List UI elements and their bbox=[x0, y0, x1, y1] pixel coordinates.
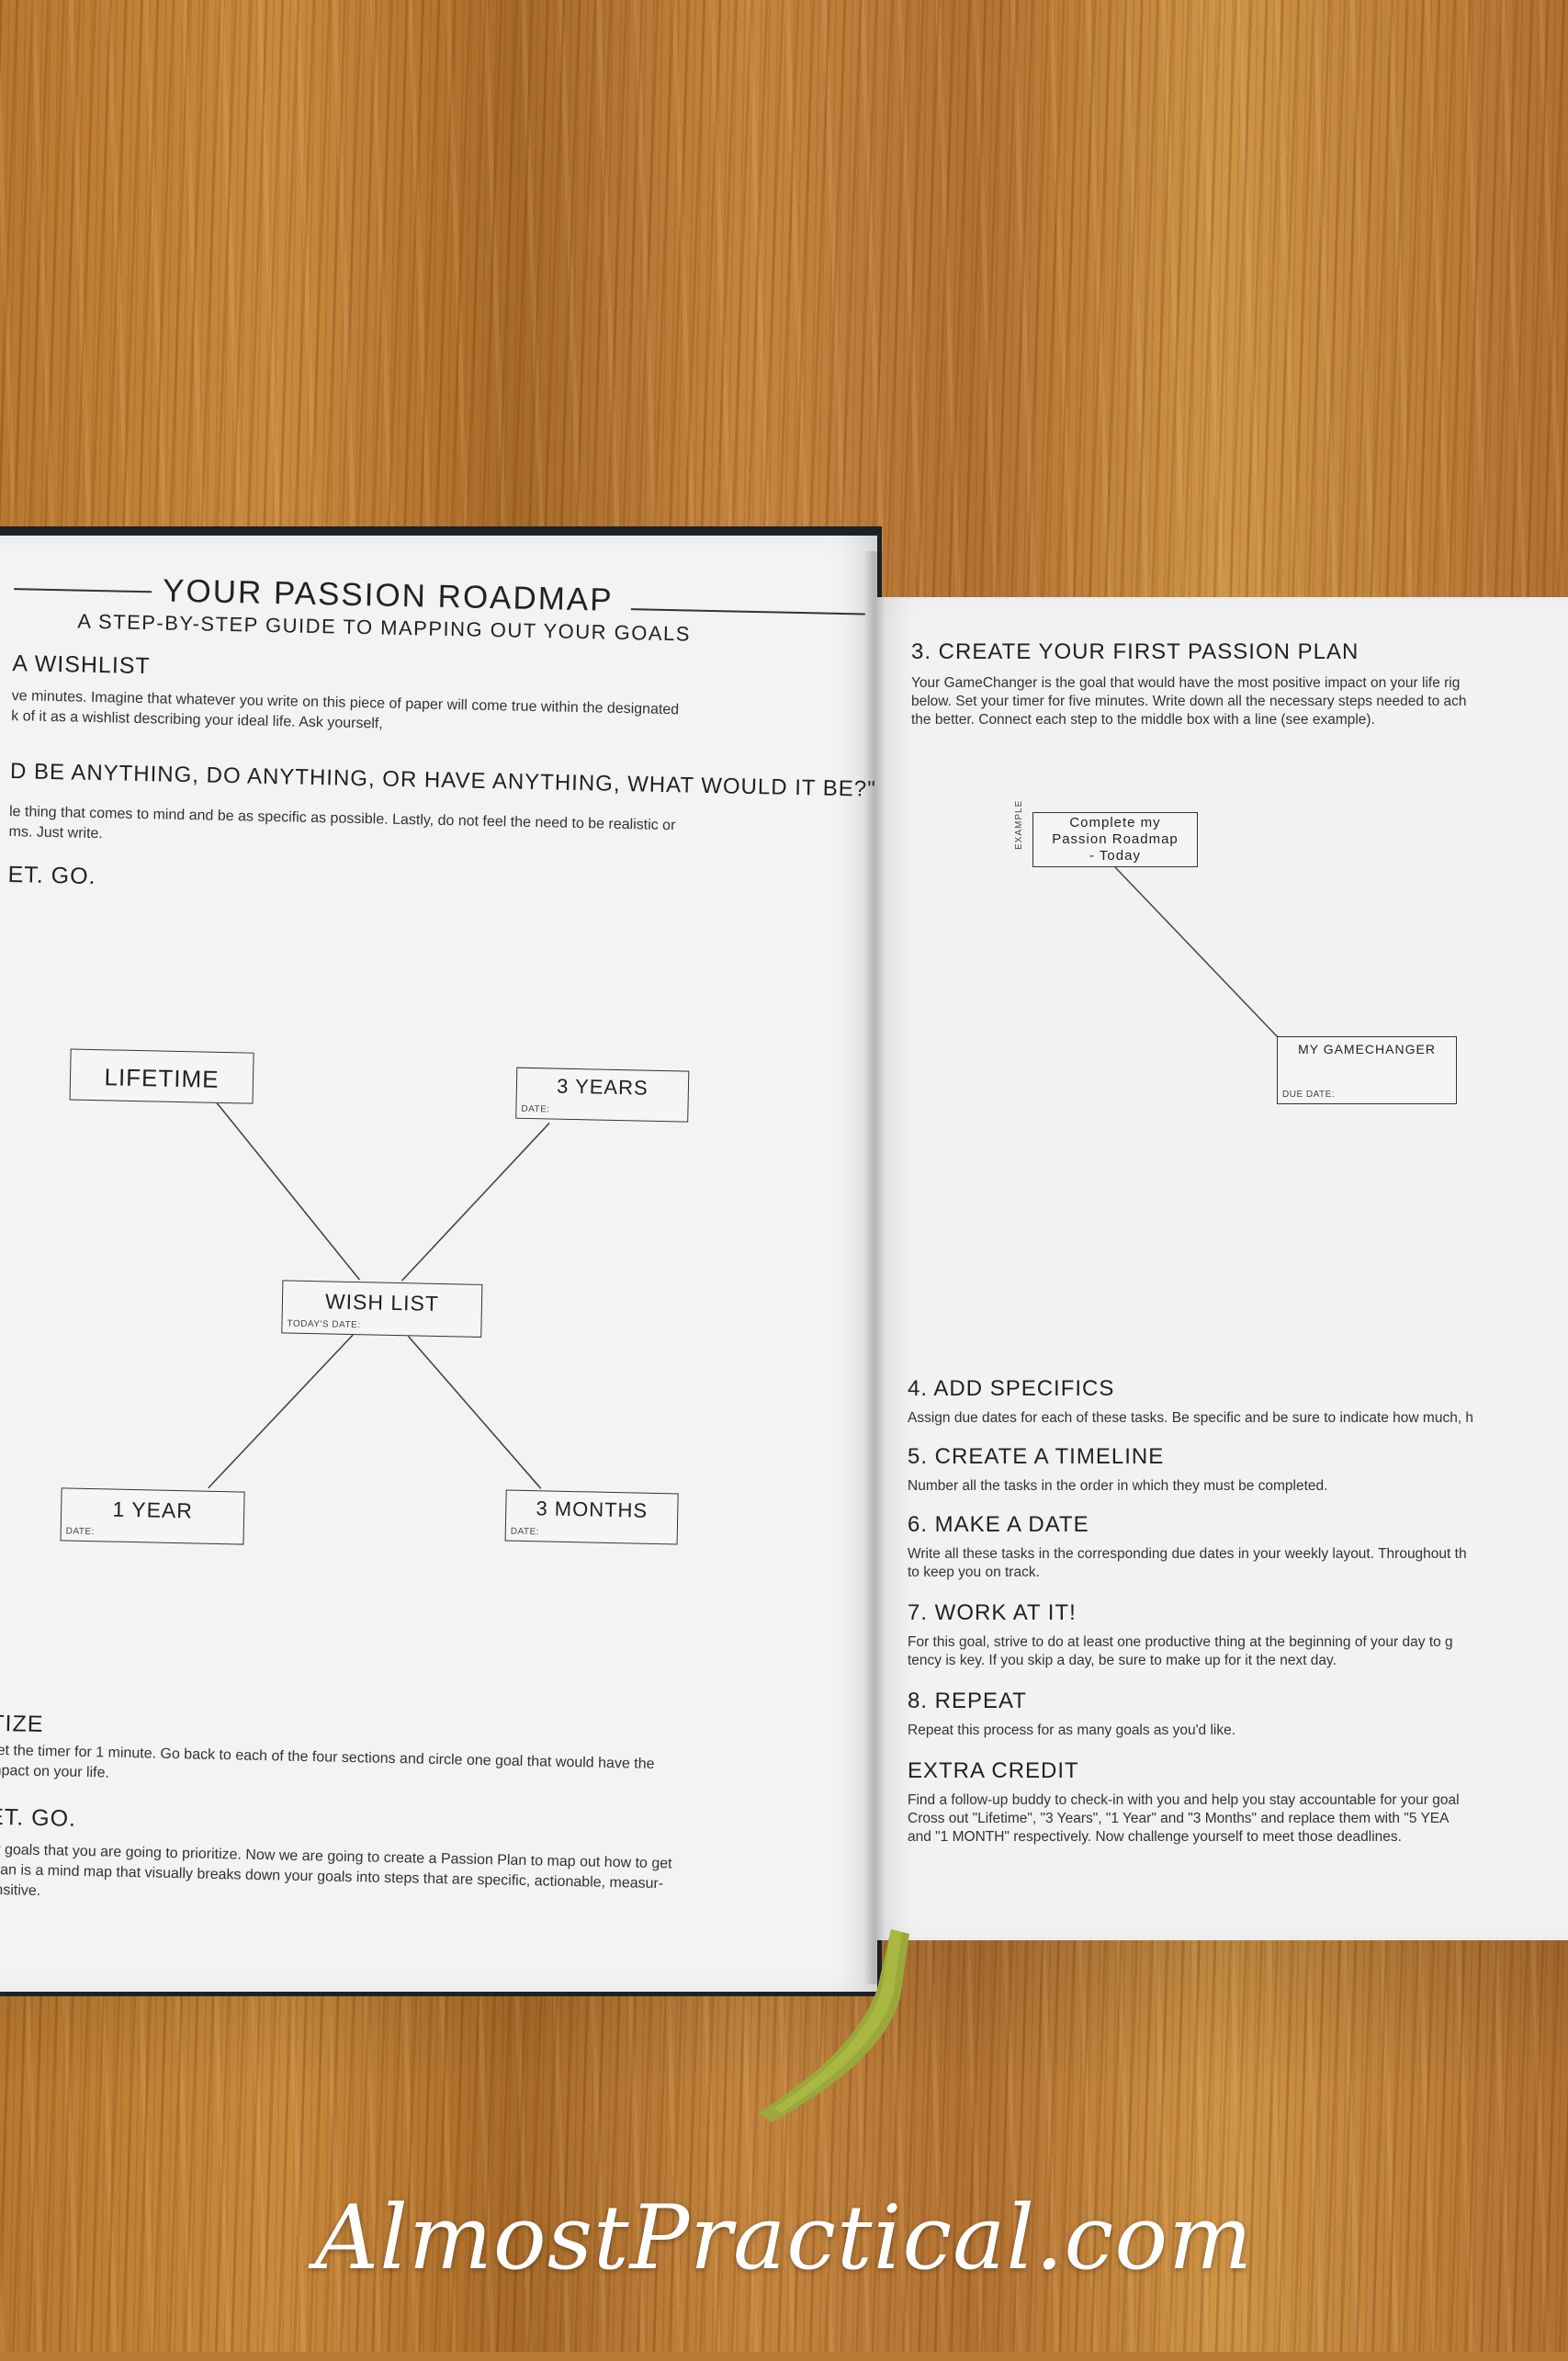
gamechanger-label: MY GAMECHANGER bbox=[1298, 1042, 1436, 1056]
three-months-box: 3 MONTHS DATE: bbox=[504, 1489, 679, 1545]
step3-heading: 3. CREATE YOUR FIRST PASSION PLAN bbox=[911, 639, 1359, 664]
step5-heading: 5. CREATE A TIMELINE bbox=[908, 1444, 1165, 1469]
gamechanger-box: MY GAMECHANGER DUE DATE: bbox=[1277, 1036, 1457, 1104]
body-text: Write all these tasks in the correspondi… bbox=[908, 1546, 1467, 1562]
wish-list-label: WISH LIST bbox=[324, 1289, 440, 1316]
date-label: DATE: bbox=[510, 1526, 540, 1538]
body-text: Number all the tasks in the order in whi… bbox=[908, 1478, 1328, 1494]
body-text: Repeat this process for as many goals as… bbox=[908, 1723, 1236, 1738]
body-text: ensitive. bbox=[0, 1881, 41, 1900]
body-text: Cross out "Lifetime", "3 Years", "1 Year… bbox=[908, 1811, 1450, 1826]
left-page-content: YOUR PASSION ROADMAP A STEP-BY-STEP GUID… bbox=[0, 573, 876, 1900]
step7-heading: 7. WORK AT IT! bbox=[908, 1600, 1077, 1625]
body-text: Assign due dates for each of these tasks… bbox=[908, 1410, 1474, 1426]
wishlist-diagram-lines bbox=[208, 1101, 550, 1489]
extra-credit-heading: EXTRA CREDIT bbox=[908, 1758, 1079, 1783]
lifetime-label: LIFETIME bbox=[104, 1063, 220, 1093]
date-label: DATE: bbox=[521, 1103, 550, 1115]
right-page bbox=[874, 597, 1568, 1940]
body-text: For this goal, strive to do at least one… bbox=[908, 1634, 1453, 1650]
example-line: Passion Roadmap bbox=[1052, 831, 1179, 847]
wish-list-box: WISH LIST TODAY'S DATE: bbox=[281, 1280, 483, 1338]
step6-heading: 6. MAKE A DATE bbox=[908, 1512, 1089, 1537]
one-year-box: 1 YEAR DATE: bbox=[60, 1487, 245, 1545]
todays-date-label: TODAY'S DATE: bbox=[287, 1318, 361, 1331]
book-gutter bbox=[863, 551, 886, 1984]
section-heading-prioritize: TIZE bbox=[0, 1710, 44, 1738]
body-text: Your GameChanger is the goal that would … bbox=[911, 675, 1461, 691]
three-years-box: 3 YEARS DATE: bbox=[515, 1067, 690, 1123]
left-page bbox=[0, 536, 877, 1992]
one-year-label: 1 YEAR bbox=[112, 1497, 194, 1523]
step4-heading: 4. ADD SPECIFICS bbox=[908, 1376, 1115, 1401]
body-text: Find a follow-up buddy to check-in with … bbox=[908, 1792, 1460, 1808]
three-months-label: 3 MONTHS bbox=[536, 1497, 649, 1522]
date-label: DATE: bbox=[65, 1526, 96, 1538]
site-watermark: AlmostPractical.com bbox=[314, 2186, 1254, 2289]
step8-heading: 8. REPEAT bbox=[908, 1689, 1027, 1713]
body-text: to keep you on track. bbox=[908, 1565, 1040, 1580]
body-text: tency is key. If you skip a day, be sure… bbox=[908, 1653, 1337, 1668]
example-line: - Today bbox=[1089, 848, 1141, 864]
lifetime-box: LIFETIME bbox=[69, 1048, 254, 1104]
body-text: below. Set your timer for five minutes. … bbox=[911, 694, 1467, 709]
example-diagram-line bbox=[1114, 866, 1280, 1039]
example-box: Complete my Passion Roadmap - Today bbox=[1032, 812, 1198, 867]
body-text: mpact on your life. bbox=[0, 1762, 110, 1781]
three-years-label: 3 YEARS bbox=[556, 1074, 649, 1100]
body-text: the better. Connect each step to the mid… bbox=[911, 712, 1375, 728]
body-text: and "1 MONTH" respectively. Now challeng… bbox=[908, 1829, 1402, 1845]
right-page-content: 3. CREATE YOUR FIRST PASSION PLAN Your G… bbox=[874, 597, 1568, 1940]
example-label: EXAMPLE bbox=[1014, 799, 1024, 850]
bookmark-ribbon bbox=[758, 1929, 909, 2122]
example-line: Complete my bbox=[1069, 815, 1161, 830]
ready-set-go-heading: ET. GO. bbox=[0, 1803, 77, 1832]
due-date-label: DUE DATE: bbox=[1282, 1090, 1336, 1100]
